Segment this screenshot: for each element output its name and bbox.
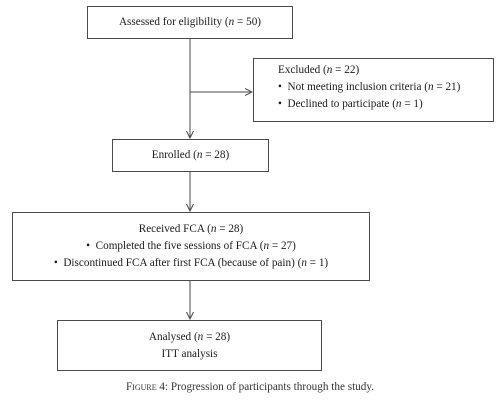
analysed-box: Analysed (n = 28) ITT analysis: [57, 320, 322, 371]
enrolled-box: Enrolled (n = 28): [112, 139, 269, 172]
excluded-box: Excluded (n = 22) Not meeting inclusion …: [253, 58, 494, 122]
received-fca-box: Received FCA (n = 28) Completed the five…: [12, 212, 370, 281]
figure-caption-text: : Progression of participants through th…: [165, 381, 375, 393]
analysed-title: Analysed (n = 28): [148, 331, 231, 343]
excluded-item-declined: Declined to participate (n = 1): [278, 96, 493, 113]
received-item-discontinued: Discontinued FCA after first FCA (becaus…: [13, 255, 369, 272]
received-item-completed: Completed the five sessions of FCA (n = …: [13, 238, 369, 255]
assessed-prefix: Assessed for eligibility (: [118, 16, 229, 28]
analysed-subtitle: ITT analysis: [161, 348, 218, 360]
figure-caption-label: Figure 4: [125, 381, 166, 393]
figure-caption: Figure 4: Progression of participants th…: [0, 381, 500, 393]
enrolled-suffix: = 28): [202, 149, 230, 161]
enrolled-n-label: n: [196, 149, 203, 161]
enrolled-prefix: Enrolled (: [151, 149, 197, 161]
assessed-box: Assessed for eligibility (n = 50): [87, 6, 293, 39]
assessed-n-label: n: [228, 16, 235, 28]
received-title: Received FCA (n = 28): [138, 223, 244, 235]
assessed-suffix: = 50): [234, 16, 262, 28]
excluded-title: Excluded (n = 22): [278, 64, 360, 76]
excluded-item-not-meeting: Not meeting inclusion criteria (n = 21): [278, 79, 493, 96]
